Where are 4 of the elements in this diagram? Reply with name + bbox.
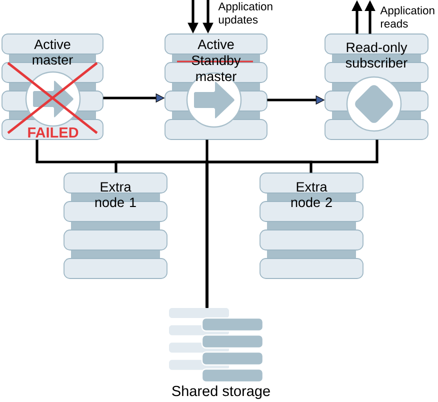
edge-label: Application reads bbox=[380, 6, 434, 28]
edge-label: Application updates bbox=[218, 2, 272, 26]
status-label: FAILED bbox=[28, 128, 78, 138]
node-label: Shared storage bbox=[172, 386, 270, 399]
